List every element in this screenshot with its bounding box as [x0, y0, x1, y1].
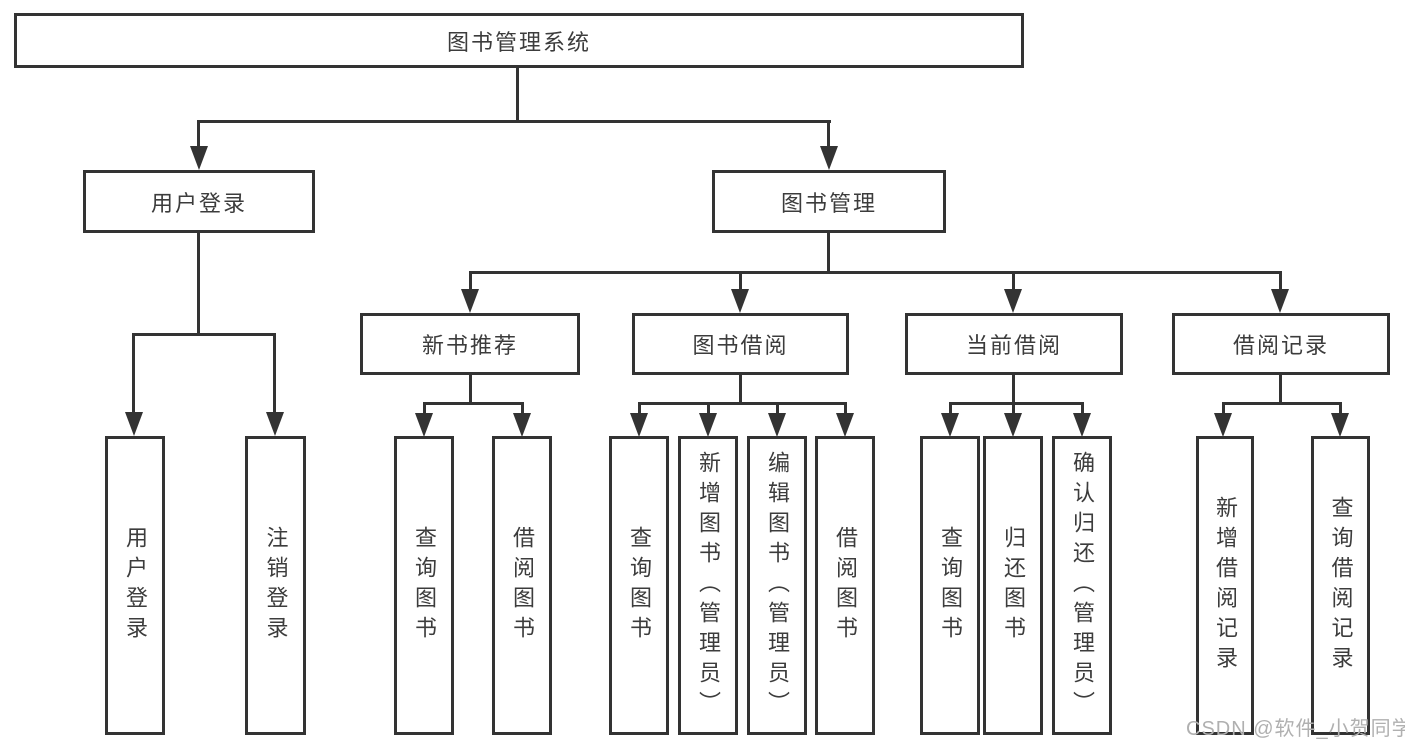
- connector-drop-edit-book: [776, 402, 779, 414]
- node-current-borrow: 当前借阅: [905, 313, 1123, 375]
- connector-user-login-stem: [197, 232, 200, 336]
- connector-new-book-stem: [469, 374, 472, 405]
- leaf-add-book-admin: 新增图书（管理员）: [678, 436, 738, 735]
- connector-drop-book-borrow: [739, 271, 742, 291]
- connector-drop-leaf-logout: [273, 333, 276, 413]
- arrowhead-edit-book: [768, 413, 786, 437]
- leaf-return-book: 归还图书: [983, 436, 1043, 735]
- arrowhead-query-borrow-record: [1331, 413, 1349, 437]
- leaf-edit-book-admin: 编辑图书（管理员）: [747, 436, 807, 735]
- arrowhead-confirm-return: [1073, 413, 1091, 437]
- connector-borrow-records-stem: [1279, 374, 1282, 405]
- watermark: CSDN @软件_小贺同学: [1186, 718, 1405, 740]
- connector-new-book-bus: [423, 402, 523, 405]
- arrowhead-query-book-3: [941, 413, 959, 437]
- arrowhead-borrow-records: [1271, 289, 1289, 313]
- connector-drop-user-login: [197, 120, 200, 148]
- leaf-user-login: 用户登录: [105, 436, 165, 735]
- connector-book-borrow-bus: [638, 402, 846, 405]
- connector-drop-current-borrow: [1012, 271, 1015, 291]
- connector-level2-bus: [469, 271, 1282, 274]
- arrowhead-add-borrow-record: [1214, 413, 1232, 437]
- arrowhead-borrow-book-2: [836, 413, 854, 437]
- leaf-add-borrow-record: 新增借阅记录: [1196, 436, 1254, 735]
- node-borrow-records: 借阅记录: [1172, 313, 1390, 375]
- leaf-logout: 注销登录: [245, 436, 306, 735]
- connector-drop-borrow-records: [1279, 271, 1282, 291]
- connector-drop-return-book: [1012, 402, 1015, 414]
- connector-drop-new-book: [469, 271, 472, 291]
- connector-current-borrow-bus: [949, 402, 1083, 405]
- connector-root-stem: [516, 68, 519, 122]
- connector-drop-query-borrow-record: [1339, 402, 1342, 414]
- connector-book-borrow-stem: [739, 374, 742, 405]
- arrowhead-book-borrow: [731, 289, 749, 313]
- leaf-query-book-1: 查询图书: [394, 436, 454, 735]
- node-new-book-recommend: 新书推荐: [360, 313, 580, 375]
- connector-drop-query-book-1: [423, 402, 426, 414]
- arrowhead-new-book: [461, 289, 479, 313]
- arrowhead-borrow-book-1: [513, 413, 531, 437]
- connector-level1-bus: [197, 120, 831, 123]
- arrowhead-current-borrow: [1004, 289, 1022, 313]
- arrowhead-leaf-logout: [266, 412, 284, 436]
- node-book-management: 图书管理: [712, 170, 946, 233]
- connector-user-login-bus: [132, 333, 276, 336]
- arrowhead-return-book: [1004, 413, 1022, 437]
- connector-drop-confirm-return: [1081, 402, 1084, 414]
- connector-drop-borrow-book-2: [844, 402, 847, 414]
- leaf-query-borrow-record: 查询借阅记录: [1311, 436, 1370, 735]
- arrowhead-user-login: [190, 146, 208, 170]
- leaf-confirm-return-admin: 确认归还（管理员）: [1052, 436, 1112, 735]
- leaf-borrow-book-1: 借阅图书: [492, 436, 552, 735]
- node-root-system: 图书管理系统: [14, 13, 1024, 68]
- arrowhead-query-book-1: [415, 413, 433, 437]
- connector-drop-add-book: [707, 402, 710, 414]
- node-user-login: 用户登录: [83, 170, 315, 233]
- leaf-borrow-book-2: 借阅图书: [815, 436, 875, 735]
- leaf-query-book-2: 查询图书: [609, 436, 669, 735]
- arrowhead-leaf-user-login: [125, 412, 143, 436]
- connector-book-management-stem: [827, 232, 830, 274]
- arrowhead-add-book: [699, 413, 717, 437]
- connector-borrow-records-bus: [1222, 402, 1341, 405]
- arrowhead-book-management: [820, 146, 838, 170]
- connector-drop-borrow-book-1: [521, 402, 524, 414]
- connector-drop-book-management: [827, 120, 830, 148]
- connector-drop-query-book-2: [638, 402, 641, 414]
- connector-drop-leaf-user-login: [132, 333, 135, 413]
- connector-drop-add-borrow-record: [1222, 402, 1225, 414]
- connector-current-borrow-stem: [1012, 374, 1015, 405]
- arrowhead-query-book-2: [630, 413, 648, 437]
- connector-drop-query-book-3: [949, 402, 952, 414]
- node-book-borrow: 图书借阅: [632, 313, 849, 375]
- leaf-query-book-3: 查询图书: [920, 436, 980, 735]
